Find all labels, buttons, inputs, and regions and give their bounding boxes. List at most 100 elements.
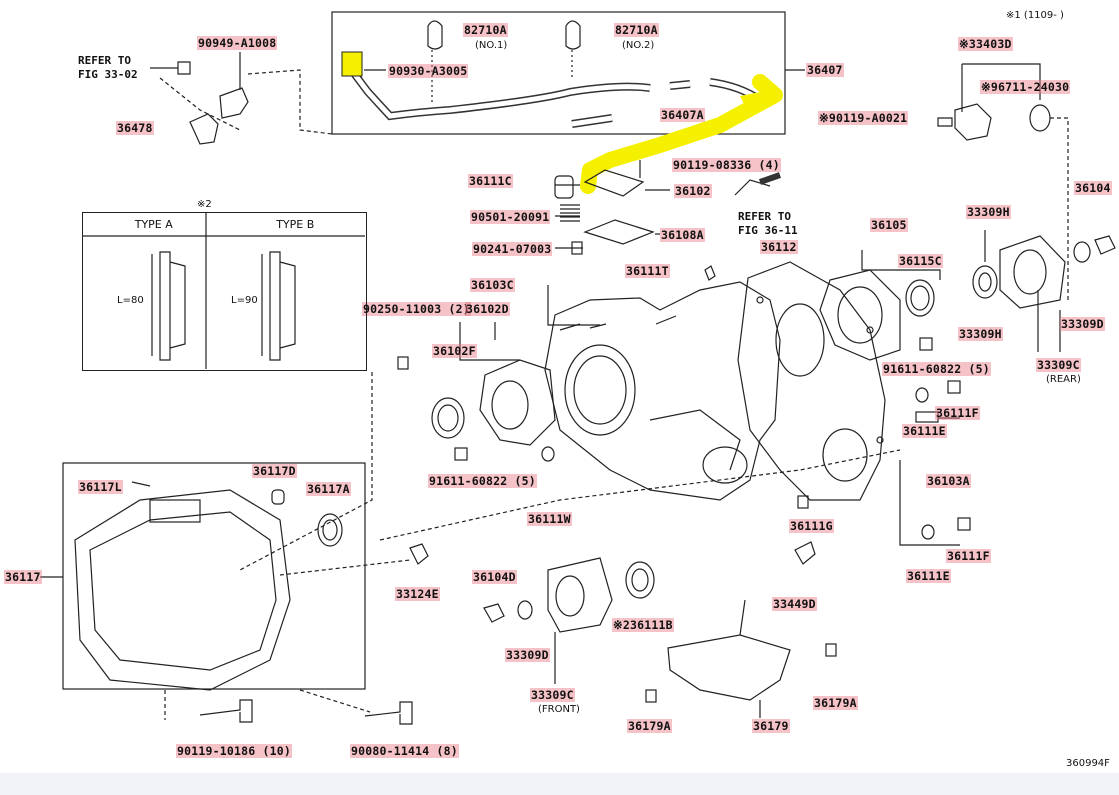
label-36104d: 36104D — [472, 570, 517, 584]
label-36111c: 36111C — [468, 174, 513, 188]
skid-plate-36179 — [667, 634, 791, 701]
label-36115c: 36115C — [898, 254, 943, 268]
washer-33309d-front — [517, 600, 533, 620]
label-82710a-2: 82710A — [614, 23, 659, 37]
type-b-header: TYPE B — [276, 218, 315, 231]
pin-36111t — [704, 265, 716, 281]
sensor-33124e — [409, 543, 429, 565]
gasket-36108a — [583, 219, 655, 245]
plug-36117d — [271, 489, 285, 505]
label-36111t: 36111T — [625, 264, 670, 278]
bearing-36117a — [317, 513, 343, 547]
type-a-header: TYPE A — [134, 218, 173, 231]
rear-case — [737, 261, 886, 501]
plug-36111w — [541, 446, 555, 462]
type-comparison-box: TYPE A TYPE B L=80 L=90 — [82, 212, 367, 371]
label-82710a-1-sub: (NO.1) — [475, 40, 508, 51]
label-36112: 36112 — [760, 240, 798, 254]
label-36103c: 36103C — [470, 278, 515, 292]
label-36111g: 36111G — [789, 519, 834, 533]
label-96711: ※96711-24030 — [980, 80, 1071, 94]
label-33309h-top: 33309H — [966, 205, 1011, 219]
footer-strip — [0, 773, 1119, 795]
bolt-90080-11414 — [364, 701, 413, 725]
label-36179a-right: 36179A — [813, 696, 858, 710]
label-36117a: 36117A — [306, 482, 351, 496]
flange-33309c-rear — [999, 235, 1066, 309]
flange-33309c-front — [547, 557, 613, 633]
label-36407: 36407 — [806, 63, 844, 77]
pin-90250 — [397, 356, 409, 370]
bolt-90119-10186 — [199, 699, 253, 723]
label-91611-left: 91611-60822 (5) — [428, 474, 537, 488]
bolt-36179a-left — [645, 689, 657, 703]
clamp-no2 — [565, 20, 581, 50]
label-90241: 90241-07003 — [472, 242, 553, 256]
label-90250: 90250-11003 (2) — [362, 302, 471, 316]
clamp-no1 — [427, 20, 443, 50]
o-ring-96711 — [1029, 104, 1051, 132]
adapter-top-pad — [149, 499, 201, 523]
label-36102: 36102 — [674, 184, 712, 198]
label-36117d: 36117D — [252, 464, 297, 478]
nut-36104d — [483, 603, 505, 623]
note-top-right: ※1 (1109- ) — [1006, 10, 1064, 21]
adapter-box — [62, 462, 366, 690]
bolt-36103a — [915, 411, 939, 423]
adapter-36117 — [74, 489, 291, 691]
seal-36115c — [905, 279, 935, 317]
bolt-90949 — [177, 61, 191, 75]
label-33309c-rear-sub: (REAR) — [1046, 374, 1081, 385]
label-33449d: 33449D — [772, 597, 817, 611]
bracket-33449d — [794, 541, 816, 565]
label-33309h-bot: 33309H — [958, 327, 1003, 341]
label-36105: 36105 — [870, 218, 908, 232]
label-36102d: 36102D — [465, 302, 510, 316]
case-bore-left — [564, 344, 636, 436]
label-36407a: 36407A — [660, 108, 705, 122]
label-36179a-left: 36179A — [627, 719, 672, 733]
label-90119-08336: 90119-08336 (4) — [672, 158, 781, 172]
label-90080-11414: 90080-11414 (8) — [350, 744, 459, 758]
label-33309d-front: 33309D — [505, 648, 550, 662]
figure-id: 360994F — [1066, 758, 1110, 769]
type-b-seal — [269, 251, 281, 361]
label-36104: 36104 — [1074, 181, 1112, 195]
label-33309c-rear: 33309C — [1036, 358, 1081, 372]
label-36103a: 36103A — [926, 474, 971, 488]
label-82710a-2-sub: (NO.2) — [622, 40, 655, 51]
type-a-seal — [159, 251, 171, 361]
label-90501: 90501-20091 — [470, 210, 551, 224]
label-33309d-rear: 33309D — [1060, 317, 1105, 331]
spring-90501 — [560, 204, 580, 222]
label-90119-a0021: ※90119-A0021 — [818, 111, 909, 125]
label-82710a-1: 82710A — [463, 23, 508, 37]
refer-fig-33-02: REFER TO FIG 33-02 — [78, 54, 138, 81]
washer-33309d — [1073, 241, 1091, 263]
nut-33309h — [972, 265, 998, 299]
extension-36102d — [479, 359, 556, 446]
highlighted-fitting — [341, 51, 363, 77]
label-36102f: 36102F — [432, 344, 477, 358]
washer-36111e-bot — [921, 524, 935, 540]
washer-36111e-top — [915, 387, 929, 403]
label-36111e-top: 36111E — [902, 424, 947, 438]
bolt-36111f-top — [947, 380, 961, 394]
rear-cover-36105 — [819, 269, 901, 361]
type-box-marker: ※2 — [197, 199, 212, 210]
label-91611-right: 91611-60822 (5) — [882, 362, 991, 376]
label-90119-10186: 90119-10186 (10) — [176, 744, 292, 758]
seal-36102f — [431, 397, 465, 439]
label-36111w: 36111W — [527, 512, 572, 526]
label-33124e: 33124E — [395, 587, 440, 601]
bolt-91611-right — [919, 337, 933, 351]
label-90949: 90949-A1008 — [197, 36, 278, 50]
type-a-length: L=80 — [117, 295, 144, 306]
nut-36104 — [1094, 235, 1116, 255]
bracket-36478-top — [219, 87, 249, 119]
bolt-36179a-right — [825, 643, 837, 657]
label-33309c-front-sub: (FRONT) — [538, 704, 580, 715]
highlight-stroke — [580, 74, 783, 194]
bolt-91611-left — [454, 447, 468, 461]
